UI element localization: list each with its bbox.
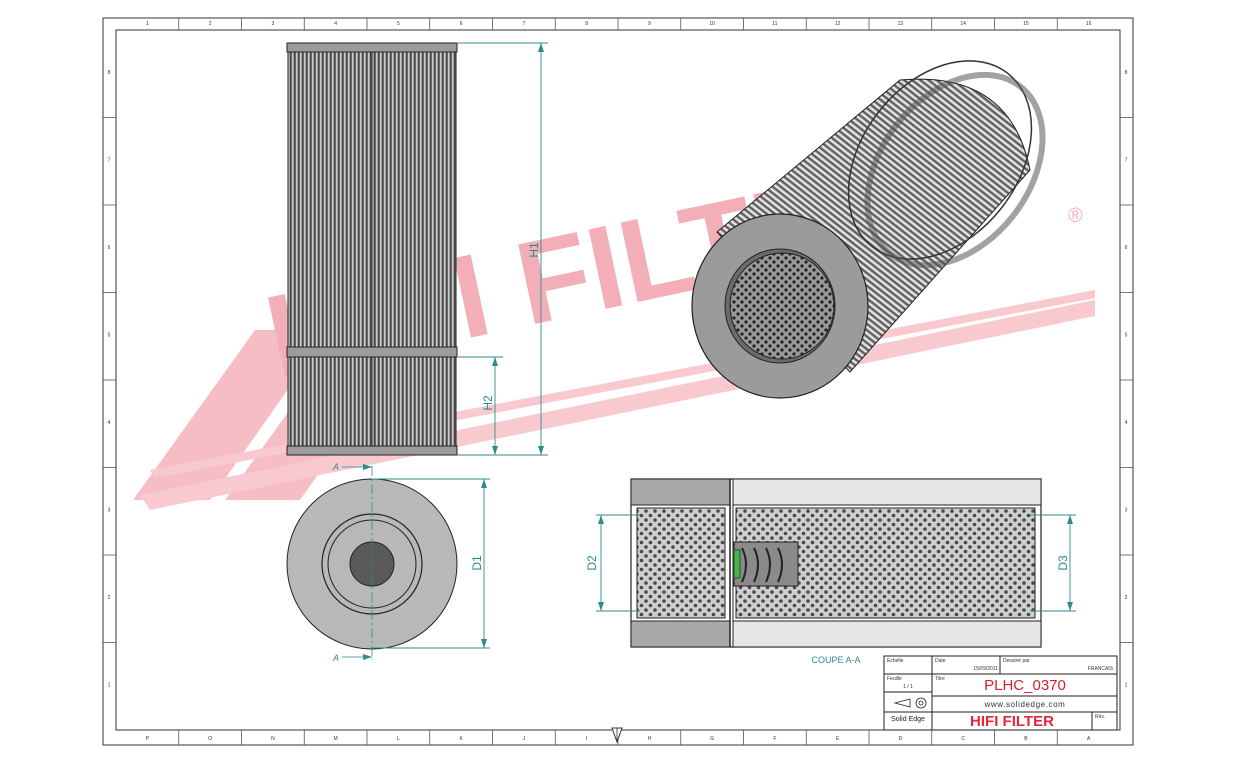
dimension-label-h2: H2 xyxy=(481,395,495,411)
zone-label-top: 4 xyxy=(334,21,337,27)
zone-label-left: 6 xyxy=(108,245,111,251)
zone-label-top: 2 xyxy=(209,21,212,27)
zone-label-top: 13 xyxy=(898,21,904,27)
zone-label-bottom: K xyxy=(459,736,463,742)
title-language: FRANCAIS xyxy=(1088,666,1114,672)
dimension-d1 xyxy=(372,478,490,649)
zone-label-bottom: P xyxy=(146,736,150,742)
title-brand: HIFI FILTER xyxy=(970,713,1054,730)
zone-label-bottom: A xyxy=(1087,736,1091,742)
zone-label-bottom: F xyxy=(773,736,776,742)
dimension-d3 xyxy=(1030,514,1076,612)
zone-label-top: 7 xyxy=(522,21,525,27)
sheet-frame: 1P2O3N4M5L6K7J8I9H10G11F12E13D14C15B16A8… xyxy=(102,17,1134,746)
frame-zone-ticks xyxy=(103,18,1133,745)
zone-label-top: 9 xyxy=(648,21,651,27)
dimension-d2 xyxy=(596,514,640,612)
zone-label-bottom: E xyxy=(836,736,840,742)
zone-label-bottom: N xyxy=(271,736,275,742)
svg-text:Dessiné par: Dessiné par xyxy=(1003,658,1030,664)
zone-label-right: 2 xyxy=(1125,595,1128,601)
zone-label-left: 8 xyxy=(108,70,111,76)
section-view xyxy=(630,478,1042,648)
isometric-view xyxy=(691,60,1046,399)
frame-zone-labels: 1P2O3N4M5L6K7J8I9H10G11F12E13D14C15B16A8… xyxy=(108,21,1128,742)
section-marker-top xyxy=(342,464,372,470)
section-caption: COUPE A-A xyxy=(811,655,860,665)
zone-label-bottom: I xyxy=(586,736,587,742)
zone-label-right: 1 xyxy=(1125,682,1128,688)
title-date: 15/09/2011 xyxy=(973,666,998,672)
zone-label-top: 8 xyxy=(585,21,588,27)
title-part-number: PLHC_0370 xyxy=(984,677,1066,694)
zone-label-left: 7 xyxy=(108,157,111,163)
zone-label-bottom: C xyxy=(961,736,965,742)
title-software: Solid Edge xyxy=(891,716,925,723)
zone-label-right: 5 xyxy=(1125,332,1128,338)
dimension-label-d2: D2 xyxy=(585,555,599,571)
zone-label-left: 1 xyxy=(108,682,111,688)
zone-label-top: 6 xyxy=(460,21,463,27)
dimension-h2 xyxy=(458,356,503,455)
zone-label-bottom: G xyxy=(710,736,714,742)
registered-icon: ® xyxy=(1068,205,1083,227)
dimension-label-h1: H1 xyxy=(527,242,541,258)
zone-label-top: 14 xyxy=(960,21,966,27)
zone-label-bottom: J xyxy=(523,736,526,742)
zone-label-bottom: D xyxy=(899,736,903,742)
zone-label-left: 4 xyxy=(108,420,111,426)
zone-label-right: 8 xyxy=(1125,70,1128,76)
zone-label-right: 7 xyxy=(1125,157,1128,163)
zone-label-bottom: O xyxy=(208,736,212,742)
zone-label-top: 5 xyxy=(397,21,400,27)
plan-view xyxy=(286,466,458,660)
projection-symbol-icon xyxy=(893,697,927,709)
svg-text:Echelle: Echelle xyxy=(887,658,904,664)
zone-label-right: 4 xyxy=(1125,420,1128,426)
dimension-label-d1: D1 xyxy=(470,555,484,571)
front-elevation-view xyxy=(286,42,458,456)
dimension-h1 xyxy=(458,42,548,456)
zone-label-top: 12 xyxy=(835,21,841,27)
zone-label-top: 10 xyxy=(709,21,715,27)
zone-label-left: 3 xyxy=(108,507,111,513)
zone-label-right: 6 xyxy=(1125,245,1128,251)
section-label-top: A xyxy=(332,462,339,472)
title-website: www.solidedge.com xyxy=(984,700,1066,709)
zone-label-bottom: L xyxy=(397,736,400,742)
zone-label-bottom: M xyxy=(334,736,338,742)
zone-label-top: 16 xyxy=(1086,21,1092,27)
svg-text:Titre: Titre xyxy=(935,676,945,682)
zone-label-top: 15 xyxy=(1023,21,1029,27)
title-block: Echelle Date Dessiné par Feuille Titre R… xyxy=(883,655,1118,731)
section-marker-bottom xyxy=(342,654,372,660)
title-sheet: 1 / 1 xyxy=(903,684,913,690)
zone-label-left: 5 xyxy=(108,332,111,338)
zone-label-top: 1 xyxy=(146,21,149,27)
zone-label-top: 3 xyxy=(271,21,274,27)
zone-label-top: 11 xyxy=(772,21,777,27)
zone-label-right: 3 xyxy=(1125,507,1128,513)
zone-label-left: 2 xyxy=(108,595,111,601)
zone-label-bottom: B xyxy=(1024,736,1028,742)
section-label-bottom: A xyxy=(332,653,339,663)
dimension-label-d3: D3 xyxy=(1056,555,1070,571)
svg-text:Rév.: Rév. xyxy=(1095,714,1105,720)
svg-text:Feuille: Feuille xyxy=(887,676,902,682)
svg-text:Date: Date xyxy=(935,658,946,664)
zone-label-bottom: H xyxy=(648,736,652,742)
